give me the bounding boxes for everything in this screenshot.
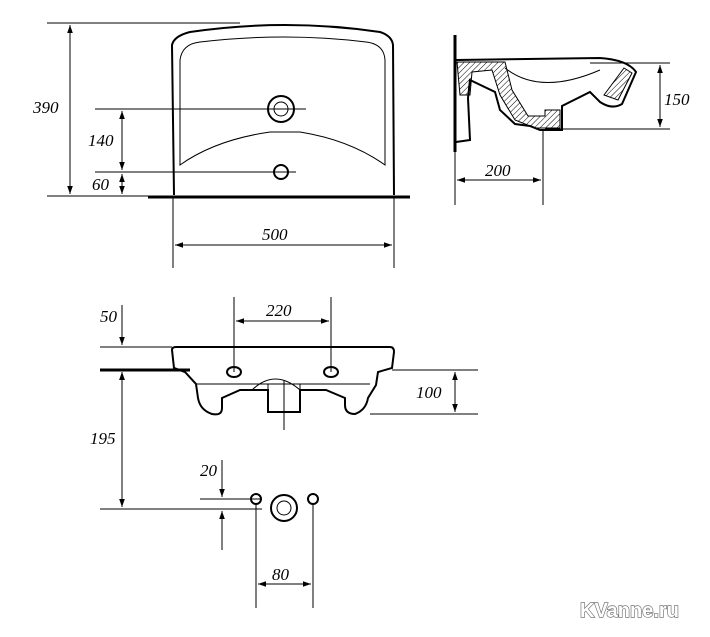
watermark: KVanne.ru <box>580 600 679 622</box>
bottom-basin-outline <box>170 346 396 416</box>
mounting-span-dimension: 220 <box>266 301 292 320</box>
detail-fixing-hole-left <box>250 493 262 505</box>
drain-vertical-dimension: 20 <box>200 461 218 480</box>
side-overflow-hatch <box>603 67 633 101</box>
bottom-view: 50 220 100 195 <box>90 297 478 507</box>
basin-outer-outline <box>170 24 395 196</box>
bottom-basin-inner <box>196 378 370 391</box>
overflow-dimension: 60 <box>92 175 110 194</box>
drain-offset-dimension: 195 <box>90 429 116 448</box>
basin-inner-bowl <box>179 36 386 166</box>
side-view: 150 200 <box>453 35 690 205</box>
height-dimension: 390 <box>32 98 59 117</box>
tap-hole-dimension: 140 <box>88 131 114 150</box>
detail-drain-inner <box>276 500 292 516</box>
projection-dimension: 200 <box>485 161 511 180</box>
depth-dimension: 150 <box>664 90 690 109</box>
side-profile-outer <box>455 56 638 143</box>
wall-offset-dimension: 50 <box>100 307 118 326</box>
side-profile-inner <box>504 67 601 83</box>
drain-span-dimension: 80 <box>272 565 290 584</box>
side-section-hatch <box>456 61 561 129</box>
basin-depth-dimension: 100 <box>416 383 442 402</box>
width-dimension: 500 <box>262 225 288 244</box>
detail-drain-outer <box>270 494 298 522</box>
drain-detail: 20 80 <box>100 460 319 608</box>
front-view: 390 140 60 500 <box>32 22 410 268</box>
detail-fixing-hole-right <box>307 493 319 505</box>
